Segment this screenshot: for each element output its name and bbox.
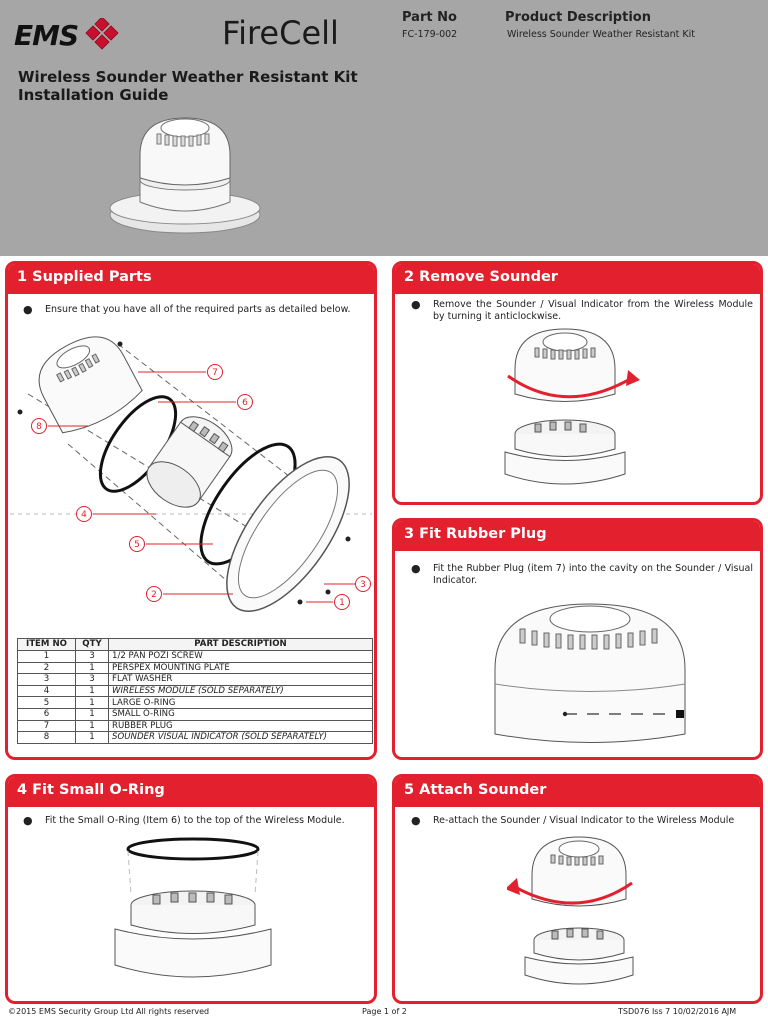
ems-logo-text: EMS [14, 18, 79, 52]
section-attach-sounder: 5 Attach Sounder ● Re-attach the Sounder… [392, 774, 763, 1004]
section-fit-small-o-ring: 4 Fit Small O-Ring ● Fit the Small O-Rin… [5, 774, 377, 1004]
ems-logo: EMS [14, 18, 120, 52]
part-no-heading: Part No [402, 10, 457, 25]
part-description-cell: PERSPEX MOUNTING PLATE [108, 661, 373, 675]
firecell-logo: FireCell [222, 14, 339, 52]
column-header: QTY [75, 638, 109, 651]
qty-cell: 1 [75, 661, 109, 675]
section-title: 4 Fit Small O-Ring [17, 782, 165, 798]
bullet-icon: ● [411, 814, 421, 827]
attach-sounder-illustration [507, 836, 634, 985]
qty-cell: 1 [75, 684, 109, 698]
part-description-cell: WIRELESS MODULE (SOLD SEPARATELY) [108, 684, 373, 698]
small-o-ring-illustration [114, 837, 272, 978]
part-description-cell: LARGE O-RING [108, 696, 373, 709]
section-header: 4 Fit Small O-Ring [8, 777, 374, 807]
qty-cell: 3 [75, 650, 109, 663]
table-header-row: ITEM NO QTY PART DESCRIPTION [17, 638, 373, 651]
section-header: 1 Supplied Parts [8, 264, 374, 294]
title-line-1: Wireless Sounder Weather Resistant Kit [18, 68, 358, 86]
section-remove-sounder: 2 Remove Sounder ● Remove the Sounder / … [392, 261, 763, 505]
section-title: 3 Fit Rubber Plug [404, 526, 547, 542]
bullet-icon: ● [411, 562, 421, 575]
section-title: 5 Attach Sounder [404, 782, 547, 798]
header-band: EMS FireCell Part No FC-179-002 Product … [0, 0, 768, 256]
item-no-cell: 1 [17, 650, 76, 663]
sounder-hero-illustration [109, 117, 261, 234]
qty-cell: 1 [75, 696, 109, 709]
qty-cell: 1 [75, 731, 109, 744]
callout-4: 4 [81, 510, 87, 520]
section-supplied-parts: 1 Supplied Parts ● Ensure that you have … [5, 261, 377, 760]
callout-5: 5 [134, 540, 140, 550]
section-header: 3 Fit Rubber Plug [395, 521, 760, 551]
instruction-text: ● Fit the Rubber Plug (item 7) into the … [411, 562, 753, 587]
section-title: 1 Supplied Parts [17, 269, 152, 285]
item-no-cell: 8 [17, 731, 76, 744]
section-fit-rubber-plug: 3 Fit Rubber Plug ● Fit the Rubber Plug … [392, 518, 763, 760]
exploded-parts-diagram: 7 6 8 4 5 2 3 1 [10, 336, 372, 612]
instruction-text: ● Fit the Small O-Ring (Item 6) to the t… [23, 814, 345, 827]
product-description-heading: Product Description [505, 10, 651, 25]
part-description-cell: FLAT WASHER [108, 673, 373, 686]
copyright-text: ©2015 EMS Security Group Ltd All rights … [8, 1007, 210, 1016]
section-title: 2 Remove Sounder [404, 269, 558, 285]
ems-diamond-icon [85, 18, 119, 50]
section-header: 5 Attach Sounder [395, 777, 760, 807]
part-description-cell: SMALL O-RING [108, 707, 373, 721]
column-header: PART DESCRIPTION [108, 638, 373, 651]
item-no-cell: 7 [17, 719, 76, 733]
bullet-icon: ● [411, 298, 421, 311]
product-description-value: Wireless Sounder Weather Resistant Kit [507, 29, 695, 40]
footer: ©2015 EMS Security Group Ltd All rights … [0, 1007, 768, 1024]
part-description-cell: SOUNDER VISUAL INDICATOR (SOLD SEPARATEL… [108, 731, 373, 744]
qty-cell: 3 [75, 673, 109, 686]
part-description-cell: RUBBER PLUG [108, 719, 373, 733]
column-header: ITEM NO [17, 638, 76, 651]
callout-8: 8 [36, 422, 42, 432]
item-no-cell: 4 [17, 684, 76, 698]
qty-cell: 1 [75, 707, 109, 721]
document-title: Wireless Sounder Weather Resistant Kit I… [18, 68, 358, 104]
instruction-text: ● Ensure that you have all of the requir… [23, 303, 351, 316]
instruction-text: ● Re-attach the Sounder / Visual Indicat… [411, 814, 735, 827]
remove-sounder-illustration [504, 328, 640, 485]
callout-7: 7 [212, 368, 218, 378]
part-no-value: FC-179-002 [402, 29, 458, 40]
rubber-plug-illustration [494, 603, 686, 743]
page-number: Page 1 of 2 [362, 1007, 407, 1016]
title-line-2: Installation Guide [18, 86, 169, 104]
item-no-cell: 6 [17, 707, 76, 721]
bullet-icon: ● [23, 303, 33, 316]
instruction-text: ● Remove the Sounder / Visual Indicator … [411, 298, 753, 323]
item-no-cell: 3 [17, 673, 76, 686]
item-no-cell: 5 [17, 696, 76, 709]
callout-2: 2 [151, 590, 157, 600]
part-description-cell: 1/2 PAN POZI SCREW [108, 650, 373, 663]
bullet-icon: ● [23, 814, 33, 827]
callout-3: 3 [360, 580, 366, 590]
document-reference: TSD076 Iss 7 10/02/2016 AJM [618, 1007, 737, 1016]
callout-6: 6 [242, 398, 248, 408]
callout-1: 1 [339, 598, 345, 608]
qty-cell: 1 [75, 719, 109, 733]
item-no-cell: 2 [17, 661, 76, 675]
section-header: 2 Remove Sounder [395, 264, 760, 294]
